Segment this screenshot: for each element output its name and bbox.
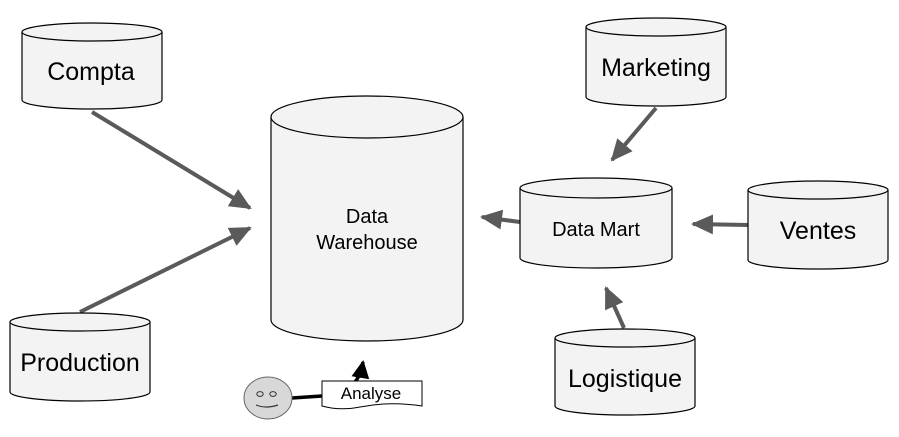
- arrow-compta-to-warehouse: [90, 110, 252, 210]
- ventes-cylinder: Ventes: [747, 180, 889, 270]
- arrow-marketing-to-datamart: [610, 106, 658, 162]
- datamart-label: Data Mart: [552, 219, 640, 241]
- arrow-logistique-to-datamart: [604, 286, 626, 329]
- smiley-face-icon: [243, 376, 293, 420]
- production-cylinder: Production: [9, 312, 151, 402]
- marketing-cylinder: Marketing: [585, 17, 727, 107]
- connector-face-to-analyse: [291, 394, 323, 400]
- ventes-label: Ventes: [780, 217, 856, 245]
- compta-cylinder: Compta: [21, 22, 163, 110]
- arrow-ventes-to-datamart: [691, 214, 749, 235]
- warehouse-label-line2: Warehouse: [316, 232, 418, 254]
- marketing-label: Marketing: [601, 54, 711, 82]
- analyse-note: Analyse: [321, 380, 423, 410]
- data-warehouse-cylinder: Data Warehouse: [270, 95, 464, 342]
- warehouse-label-line1: Data: [346, 206, 389, 228]
- compta-label: Compta: [47, 58, 135, 86]
- arrow-production-to-warehouse: [79, 226, 252, 314]
- production-label: Production: [20, 349, 140, 377]
- analyse-label: Analyse: [341, 384, 401, 403]
- data-mart-cylinder: Data Mart: [519, 177, 673, 269]
- logistique-label: Logistique: [568, 365, 682, 393]
- arrows: [79, 106, 749, 400]
- arrow-datamart-to-warehouse: [480, 209, 521, 230]
- logistique-cylinder: Logistique: [554, 328, 696, 416]
